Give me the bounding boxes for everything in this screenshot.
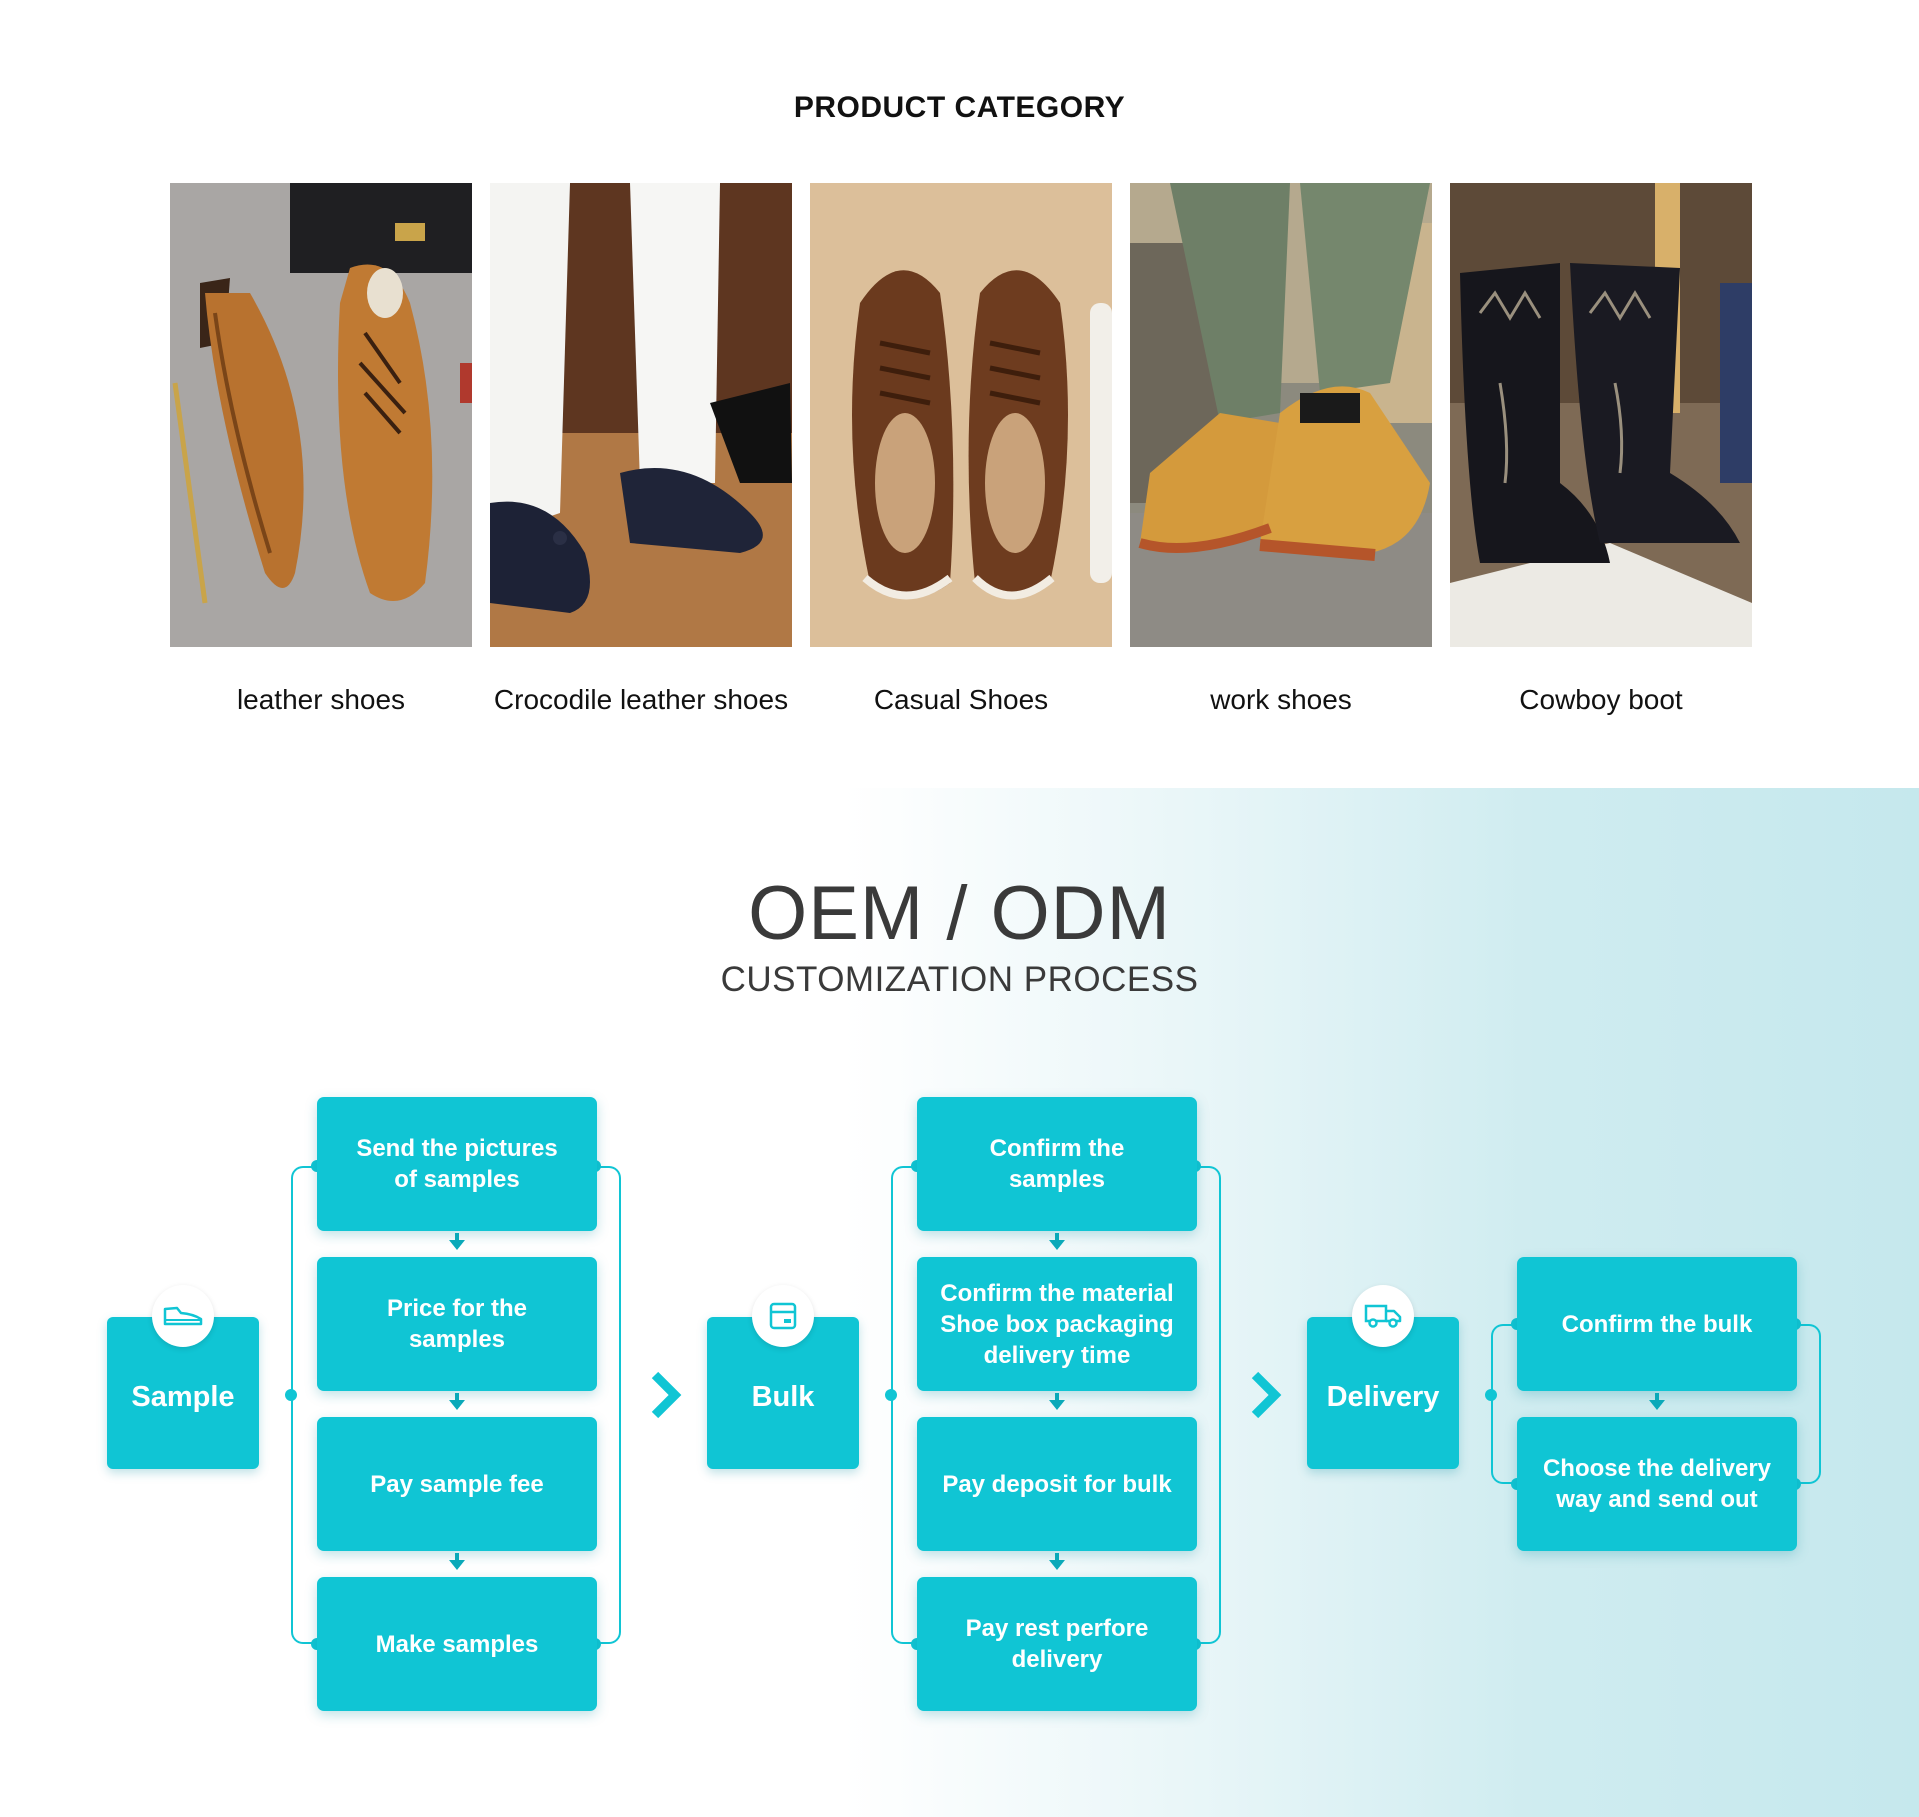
crocodile-leather-shoes-photo[interactable] — [490, 183, 792, 647]
step-choose-delivery: Choose the delivery way and send out — [1517, 1417, 1797, 1551]
arrow-down-icon — [449, 1400, 465, 1410]
step-send-pictures: Send the pictures of samples — [317, 1097, 597, 1231]
oem-subtitle: CUSTOMIZATION PROCESS — [720, 960, 1199, 999]
stage-bulk-label: Bulk — [751, 1380, 815, 1413]
bulk-right-bracket — [1195, 1166, 1221, 1644]
truck-icon — [1352, 1285, 1414, 1347]
stage-sample-label: Sample — [131, 1380, 235, 1413]
shoe-icon — [152, 1285, 214, 1347]
step-confirm-samples: Confirm the samples — [917, 1097, 1197, 1231]
step-pay-sample-fee: Pay sample fee — [317, 1417, 597, 1551]
connector-dot — [285, 1389, 297, 1401]
box-icon — [752, 1285, 814, 1347]
delivery-right-bracket — [1795, 1324, 1821, 1484]
arrow-down-icon — [1049, 1240, 1065, 1250]
casual-shoes-photo[interactable] — [810, 183, 1112, 647]
caption-crocodile-leather-shoes: Crocodile leather shoes — [493, 684, 789, 715]
oem-title: OEM / ODM — [748, 871, 1171, 956]
chevron-right-icon — [1251, 1371, 1282, 1419]
stage-delivery-label: Delivery — [1326, 1380, 1440, 1413]
work-shoes-photo[interactable] — [1130, 183, 1432, 647]
category-title: PRODUCT CATEGORY — [793, 91, 1126, 124]
arrow-down-icon — [449, 1240, 465, 1250]
step-make-samples: Make samples — [317, 1577, 597, 1711]
step-confirm-material: Confirm the material Shoe box packaging … — [917, 1257, 1197, 1391]
caption-cowboy-boot: Cowboy boot — [1519, 684, 1683, 715]
caption-leather-shoes: leather shoes — [236, 684, 406, 715]
sample-left-bracket — [291, 1166, 317, 1644]
step-confirm-bulk: Confirm the bulk — [1517, 1257, 1797, 1391]
delivery-left-bracket — [1491, 1324, 1517, 1484]
connector-dot — [1485, 1389, 1497, 1401]
chevron-right-icon — [651, 1371, 682, 1419]
connector-dot — [885, 1389, 897, 1401]
cowboy-boot-photo[interactable] — [1450, 183, 1752, 647]
leather-shoes-photo[interactable] — [170, 183, 472, 647]
caption-casual-shoes: Casual Shoes — [873, 684, 1049, 715]
arrow-down-icon — [1049, 1560, 1065, 1570]
arrow-down-icon — [1049, 1400, 1065, 1410]
bulk-left-bracket — [891, 1166, 917, 1644]
step-pay-deposit: Pay deposit for bulk — [917, 1417, 1197, 1551]
caption-work-shoes: work shoes — [1210, 684, 1352, 715]
step-price-samples: Price for the samples — [317, 1257, 597, 1391]
sample-right-bracket — [595, 1166, 621, 1644]
step-pay-rest: Pay rest perfore delivery — [917, 1577, 1197, 1711]
arrow-down-icon — [449, 1560, 465, 1570]
arrow-down-icon — [1649, 1400, 1665, 1410]
